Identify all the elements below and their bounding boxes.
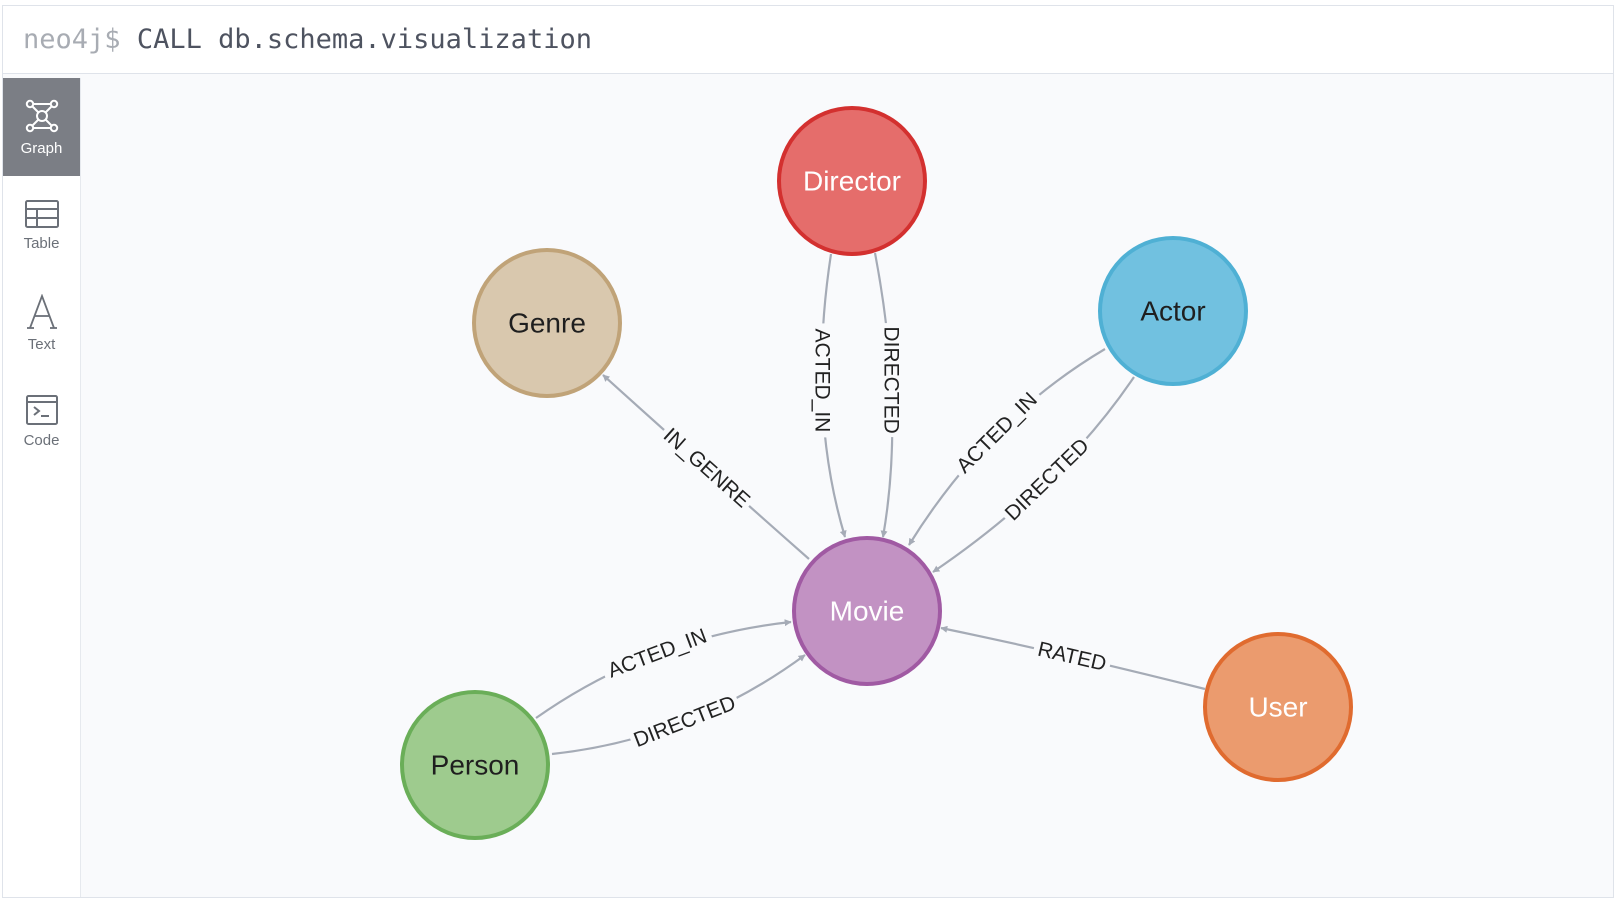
relationship-label-background xyxy=(626,688,743,755)
relationship-line[interactable] xyxy=(535,619,792,719)
node-user[interactable]: User xyxy=(1203,632,1353,782)
node-person[interactable]: Person xyxy=(400,690,550,840)
relationship-label: DIRECTED xyxy=(1001,434,1094,525)
relationship-person-directed[interactable]: DIRECTED xyxy=(551,654,806,756)
node-label: Actor xyxy=(1140,296,1205,327)
relationship-label-background xyxy=(599,621,716,686)
node-label: Genre xyxy=(508,308,586,339)
graph-icon xyxy=(25,99,58,132)
query-editor[interactable]: neo4j$ CALL db.schema.visualization xyxy=(3,6,1613,74)
relationship-director-acted-in[interactable]: ACTED_IN xyxy=(808,253,847,538)
relationship-line[interactable] xyxy=(551,654,806,756)
node-genre[interactable]: Genre xyxy=(472,248,622,398)
node-label: Director xyxy=(803,166,901,197)
relationship-label-background xyxy=(655,420,758,516)
view-table-label: Table xyxy=(23,234,60,252)
relationship-label: ACTED_IN xyxy=(952,388,1042,478)
node-circle[interactable] xyxy=(472,248,622,398)
view-graph-button[interactable]: Graph xyxy=(3,78,80,176)
relationship-label-background xyxy=(997,430,1098,529)
view-text-label: Text xyxy=(27,335,56,353)
node-label: Movie xyxy=(830,596,905,627)
node-circle[interactable] xyxy=(792,536,942,686)
relationship-label-background xyxy=(947,383,1047,483)
view-text-button[interactable]: Text xyxy=(3,274,80,372)
relationship-movie-in-genre[interactable]: IN_GENRE xyxy=(602,374,810,560)
relationship-label-background xyxy=(1031,635,1113,679)
relationship-label-background xyxy=(808,323,835,438)
result-frame: neo4j$ CALL db.schema.visualization Grap… xyxy=(2,5,1614,898)
node-actor[interactable]: Actor xyxy=(1098,236,1248,386)
node-circle[interactable] xyxy=(1203,632,1353,782)
node-circle[interactable] xyxy=(777,106,927,256)
relationship-label: DIRECTED xyxy=(880,326,903,433)
relationship-label-background xyxy=(878,323,905,438)
text-icon xyxy=(26,293,57,329)
node-label: Person xyxy=(431,750,520,781)
node-circle[interactable] xyxy=(400,690,550,840)
relationship-director-directed[interactable]: DIRECTED xyxy=(873,252,905,538)
node-circle[interactable] xyxy=(1098,236,1248,386)
relationship-person-acted-in[interactable]: ACTED_IN xyxy=(535,619,792,719)
relationship-label: DIRECTED xyxy=(631,691,739,752)
table-icon xyxy=(24,199,59,228)
node-label: User xyxy=(1248,692,1307,723)
code-icon xyxy=(25,394,58,425)
relationship-label: IN_GENRE xyxy=(659,424,754,513)
view-code-label: Code xyxy=(23,431,60,449)
editor-prompt: neo4j$ xyxy=(23,24,121,55)
query-text[interactable]: CALL db.schema.visualization xyxy=(136,24,592,55)
relationship-user-rated[interactable]: RATED xyxy=(940,625,1206,691)
node-director[interactable]: Director xyxy=(777,106,927,256)
view-sidebar: Graph Table Text Code xyxy=(3,78,81,897)
relationship-label: ACTED_IN xyxy=(810,328,833,432)
node-movie[interactable]: Movie xyxy=(792,536,942,686)
view-table-button[interactable]: Table xyxy=(3,176,80,274)
view-code-button[interactable]: Code xyxy=(3,372,80,470)
view-graph-label: Graph xyxy=(20,139,63,157)
